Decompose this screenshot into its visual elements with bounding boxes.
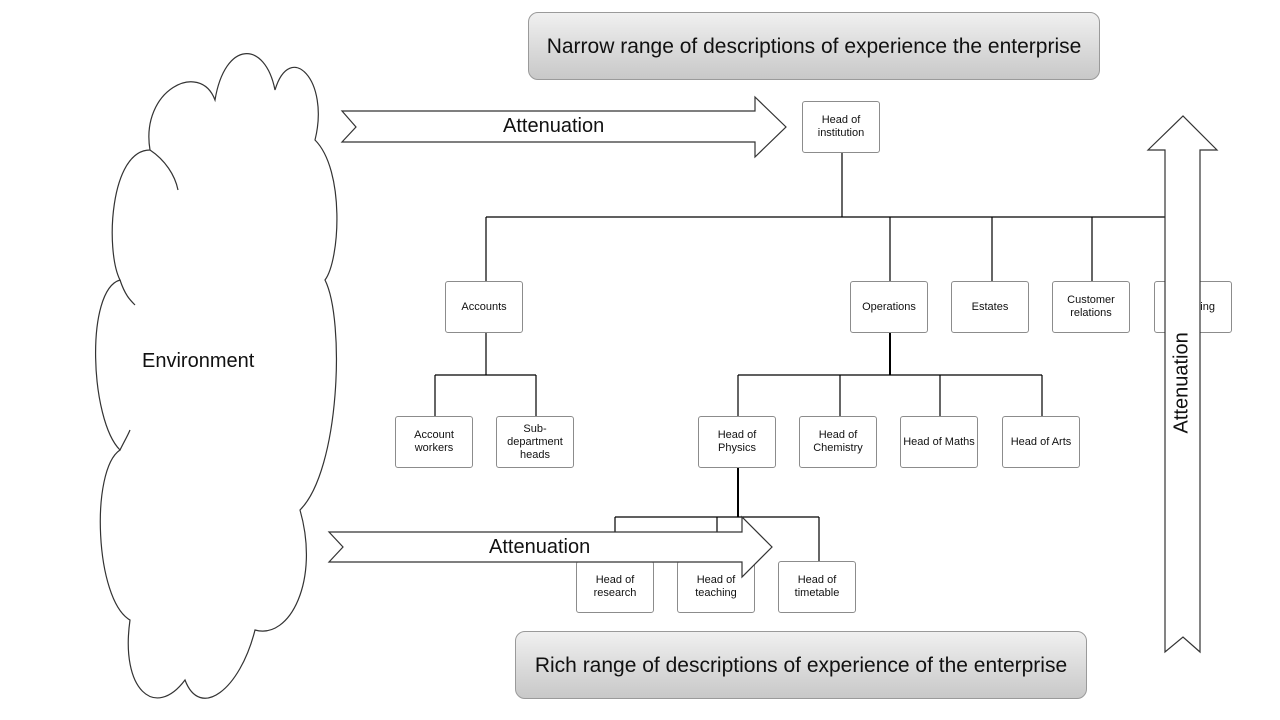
- node-operations: Operations: [850, 281, 928, 333]
- node-head-arts: Head of Arts: [1002, 416, 1080, 468]
- node-account-workers: Account workers: [395, 416, 473, 468]
- top-banner: Narrow range of descriptions of experien…: [528, 12, 1100, 80]
- node-head-chemistry: Head of Chemistry: [799, 416, 877, 468]
- attenuation-label-vertical: Attenuation: [1170, 332, 1193, 434]
- node-customer-relations: Customer relations: [1052, 281, 1130, 333]
- node-subdept-heads: Sub-department heads: [496, 416, 574, 468]
- node-head-research: Head of research: [576, 561, 654, 613]
- top-banner-text: Narrow range of descriptions of experien…: [546, 34, 1082, 58]
- bottom-banner-text: Rich range of descriptions of experience…: [534, 653, 1068, 677]
- node-head-physics: Head of Physics: [698, 416, 776, 468]
- bottom-banner: Rich range of descriptions of experience…: [515, 631, 1087, 699]
- environment-label: Environment: [142, 350, 255, 372]
- attenuation-label-top: Attenuation: [503, 115, 605, 137]
- node-head-teaching: Head of teaching: [677, 561, 755, 613]
- environment-cloud: [95, 53, 338, 699]
- node-head-institution: Head of institution: [802, 101, 880, 153]
- connector-lines: [434, 153, 1165, 562]
- node-accounts: Accounts: [445, 281, 523, 333]
- attenuation-label-bottom: Attenuation: [489, 536, 591, 558]
- node-partial-hidden: of ing: [1154, 281, 1232, 333]
- node-head-maths: Head of Maths: [900, 416, 978, 468]
- node-head-timetable: Head of timetable: [778, 561, 856, 613]
- node-estates: Estates: [951, 281, 1029, 333]
- attenuation-arrow-top: [340, 95, 787, 159]
